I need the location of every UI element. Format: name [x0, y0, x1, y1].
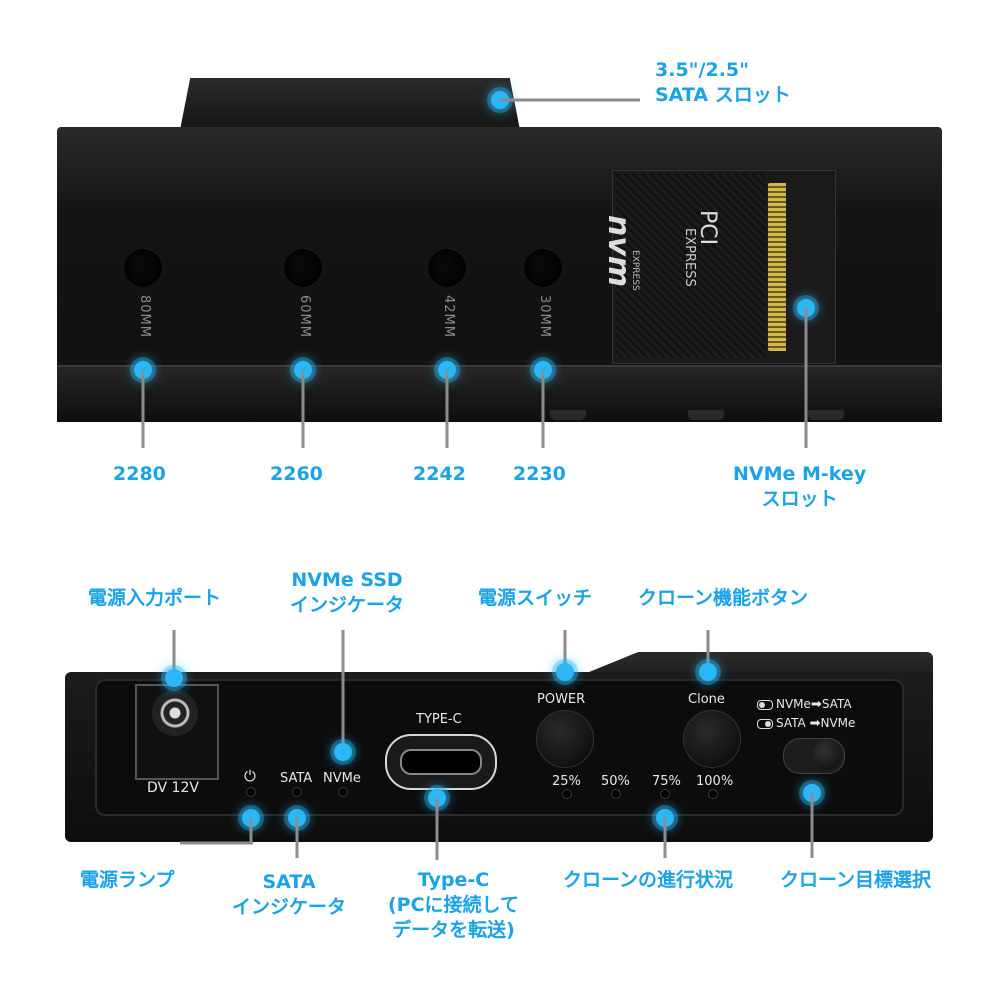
- callout-sata-indicator-line2: インジケータ: [232, 896, 347, 918]
- progress-50-label: 50%: [601, 774, 630, 789]
- pci-express-sub: EXPRESS: [682, 228, 697, 287]
- nvm-express-sub: EXPRESS: [630, 250, 640, 291]
- leader-line: [180, 841, 253, 845]
- arrow-right-icon: ➡: [810, 697, 822, 712]
- arrow-right-icon: ➡: [809, 716, 821, 731]
- callout-dot-nvme-indicator: [334, 743, 352, 761]
- callout-dot-clone-button: [699, 663, 717, 681]
- leader-line: [563, 630, 567, 672]
- enclosure-front-edge: [57, 365, 942, 422]
- progress-100-label: 100%: [696, 774, 734, 789]
- screw-hole-60mm: [284, 249, 322, 287]
- nvme-led: [338, 787, 348, 797]
- mode2-to: NVMe: [820, 716, 856, 730]
- power-symbol-icon: ⏻: [244, 767, 256, 785]
- callout-nvme-slot: NVMe M-key スロット: [733, 462, 866, 512]
- callout-nvme-indicator-line2: インジケータ: [290, 594, 405, 616]
- callout-typec: Type-C (PCに接続して データを転送): [388, 868, 519, 943]
- callout-nvme-indicator-line1: NVMe SSD: [291, 569, 403, 591]
- callout-clone-button: クローン機能ボタン: [638, 587, 809, 609]
- screw-hole-42mm: [428, 249, 466, 287]
- callout-nvme-slot-line1: NVMe M-key: [733, 463, 867, 485]
- mode-nvme-to-sata: NVMe➡SATA: [776, 697, 852, 712]
- mark-30mm: 30MM: [537, 295, 552, 338]
- toggle-knob[interactable]: [812, 740, 842, 770]
- mode1-from: NVMe: [776, 697, 811, 711]
- leader-line: [295, 818, 299, 858]
- size-2242: 2242: [413, 463, 466, 485]
- pci-express-logo: PCI: [695, 210, 720, 246]
- leader-line: [172, 630, 176, 678]
- nvme-indicator-label: NVMe: [323, 771, 361, 786]
- mode2-from: SATA: [776, 716, 806, 730]
- leader-line: [706, 630, 710, 672]
- dc-label: DV 12V: [147, 780, 199, 796]
- leader-line: [445, 370, 449, 448]
- typec-label: TYPE-C: [416, 712, 462, 727]
- callout-dot-power-port: [165, 669, 183, 687]
- callout-sata-indicator-line1: SATA: [262, 871, 316, 893]
- progress-led-75: [660, 789, 670, 799]
- progress-75-label: 75%: [652, 774, 681, 789]
- rubber-foot: [808, 410, 844, 420]
- leader-line: [249, 818, 253, 843]
- size-2260: 2260: [270, 463, 323, 485]
- progress-led-25: [562, 789, 572, 799]
- sata-indicator-label: SATA: [280, 771, 313, 786]
- screw-hole-80mm: [124, 249, 162, 287]
- callout-typec-line1: Type-C: [417, 869, 490, 891]
- callout-typec-line2: (PCに接続して: [388, 894, 519, 916]
- progress-led-100: [708, 789, 718, 799]
- leader-line: [141, 370, 145, 448]
- leader-line: [804, 308, 808, 448]
- callout-power-port: 電源入力ポート: [88, 587, 222, 609]
- usb-c-port-inner: [400, 749, 482, 775]
- m2-connector: [768, 183, 788, 351]
- callout-nvme-indicator: NVMe SSD インジケータ: [290, 568, 404, 618]
- callout-power-switch: 電源スイッチ: [478, 587, 593, 609]
- sata-led: [292, 787, 302, 797]
- callout-nvme-slot-line2: スロット: [761, 488, 838, 510]
- power-button-label: POWER: [537, 692, 586, 707]
- size-2230: 2230: [513, 463, 566, 485]
- callout-sata-slot-line1: 3.5"/2.5": [655, 59, 750, 81]
- screw-hole-30mm: [524, 249, 562, 287]
- clone-button-label: Clone: [688, 692, 725, 707]
- sata-slot-tray: [180, 78, 520, 130]
- toggle-right-icon: [757, 719, 773, 729]
- power-led: [246, 787, 256, 797]
- size-2280: 2280: [113, 463, 166, 485]
- leader-line: [500, 98, 640, 102]
- mode1-to: SATA: [821, 697, 852, 711]
- callout-clone-target: クローン目標選択: [780, 869, 932, 891]
- leader-line: [810, 793, 814, 858]
- clone-button[interactable]: [683, 710, 741, 768]
- rubber-foot: [688, 410, 724, 420]
- leader-line: [301, 370, 305, 448]
- leader-line: [541, 370, 545, 448]
- mark-80mm: 80MM: [137, 295, 152, 338]
- callout-power-lamp: 電源ランプ: [80, 869, 175, 891]
- mode-sata-to-nvme: SATA ➡NVMe: [776, 716, 855, 731]
- mark-60mm: 60MM: [297, 295, 312, 338]
- pcb-graphic: [616, 174, 766, 358]
- callout-sata-slot: 3.5"/2.5" SATA スロット: [655, 58, 791, 108]
- power-button[interactable]: [536, 710, 594, 768]
- callout-sata-indicator: SATA インジケータ: [232, 870, 346, 920]
- dc-power-jack[interactable]: [152, 690, 198, 736]
- toggle-left-icon: [757, 700, 773, 710]
- callout-dot-power-switch: [556, 663, 574, 681]
- leader-line: [341, 630, 345, 752]
- callout-sata-slot-line2: SATA スロット: [655, 84, 791, 106]
- mark-42mm: 42MM: [441, 295, 456, 338]
- leader-line: [663, 818, 667, 858]
- leader-line: [435, 798, 439, 860]
- progress-25-label: 25%: [552, 774, 581, 789]
- callout-clone-progress: クローンの進行状況: [563, 869, 734, 891]
- callout-typec-line3: データを転送): [392, 919, 515, 941]
- progress-led-50: [611, 789, 621, 799]
- rubber-foot: [550, 410, 586, 420]
